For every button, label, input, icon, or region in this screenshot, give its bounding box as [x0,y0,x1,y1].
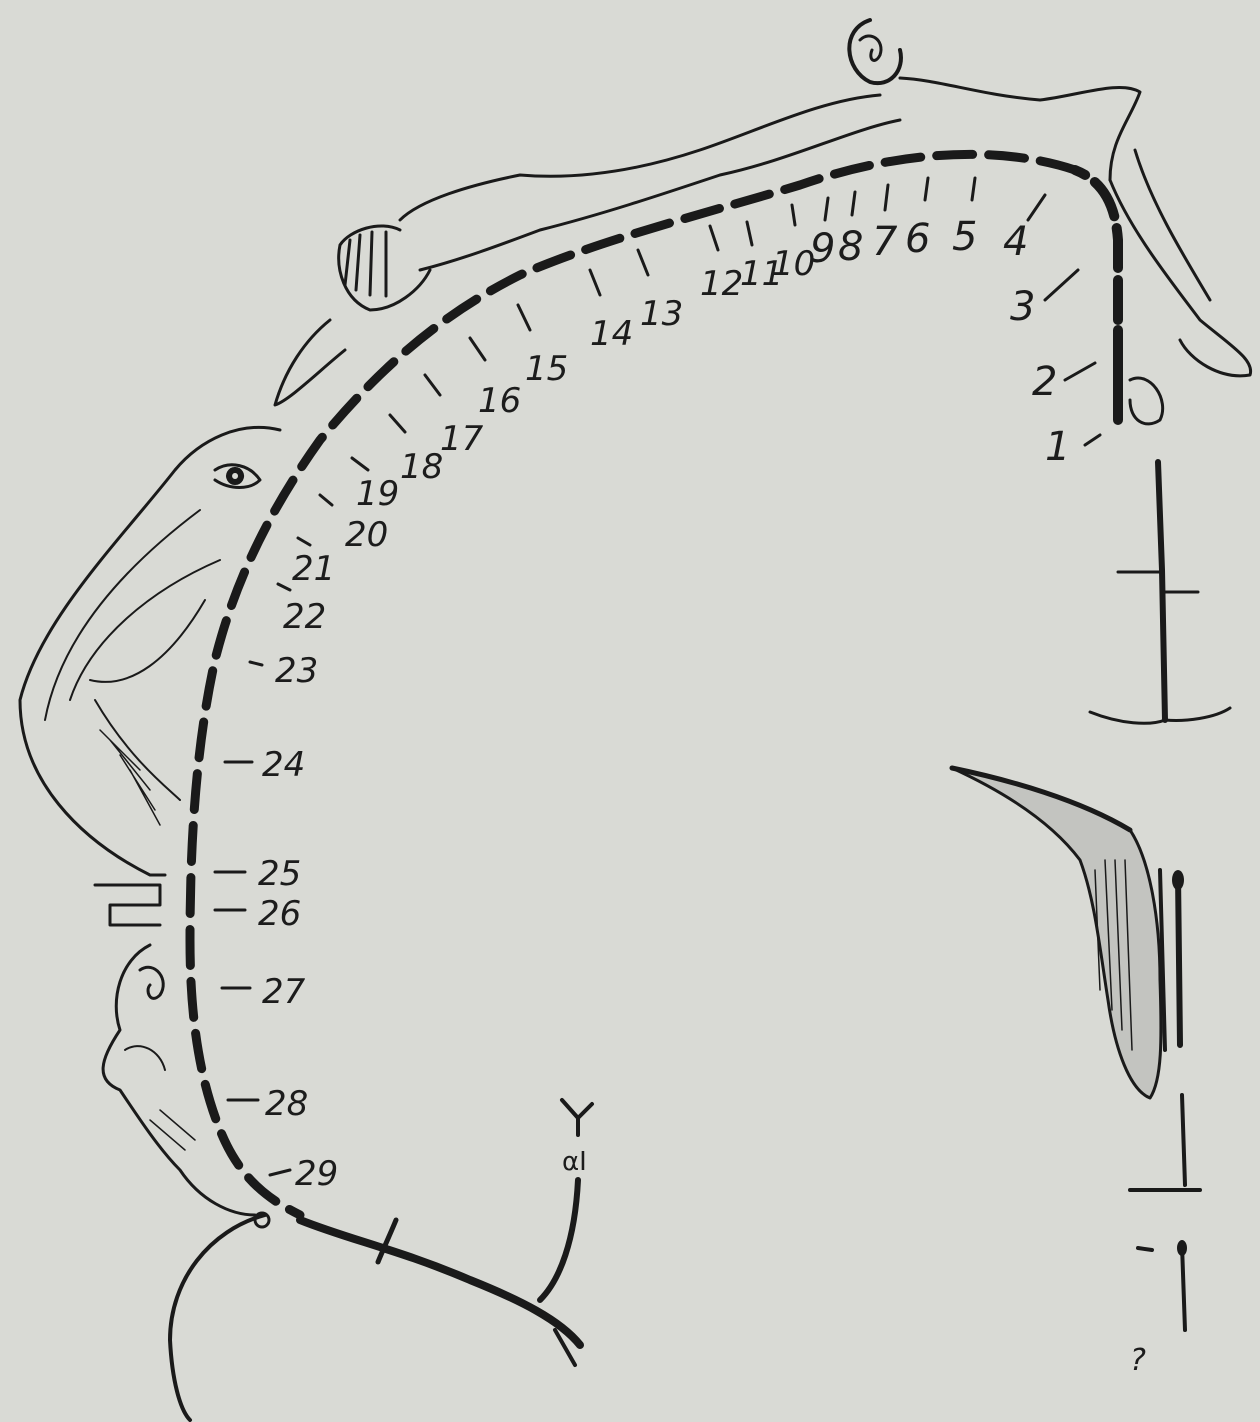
label-14: 14 [590,314,633,354]
label-29: 29 [295,1154,338,1194]
right-marks [952,462,1230,1330]
label-7: 7 [872,219,898,265]
label-26: 26 [258,894,301,934]
label-16: 16 [478,381,521,421]
label-23: 23 [275,651,318,691]
label-20: 20 [345,515,388,555]
label-28: 28 [265,1084,308,1124]
label-8: 8 [838,224,863,270]
alpha-mark: αI [562,1100,592,1177]
label-15: 15 [525,349,568,389]
label-5: 5 [952,214,977,260]
label-21: 21 [292,549,335,589]
bottom-mark: ? [1130,1343,1146,1378]
cortex-strip-arc [170,154,1118,1420]
label-25: 25 [258,854,301,894]
label-1: 1 [1045,424,1070,470]
label-6: 6 [905,216,930,262]
label-13: 13 [640,294,683,334]
label-19: 19 [356,474,399,514]
label-2: 2 [1032,359,1057,405]
label-17: 17 [440,419,484,459]
label-22: 22 [283,597,326,637]
label-3: 3 [1010,284,1035,330]
label-4: 4 [1003,219,1028,265]
label-24: 24 [262,745,305,785]
label-12: 12 [700,264,743,304]
label-27: 27 [262,972,306,1012]
homunculus-figure [20,20,1251,1215]
label-18: 18 [400,447,443,487]
strip-labels: 1 2 3 4 5 6 7 8 9 10 11 12 13 14 15 16 1… [258,214,1070,1194]
alpha-mark-label: αI [562,1147,587,1177]
label-11: 11 [740,254,783,294]
